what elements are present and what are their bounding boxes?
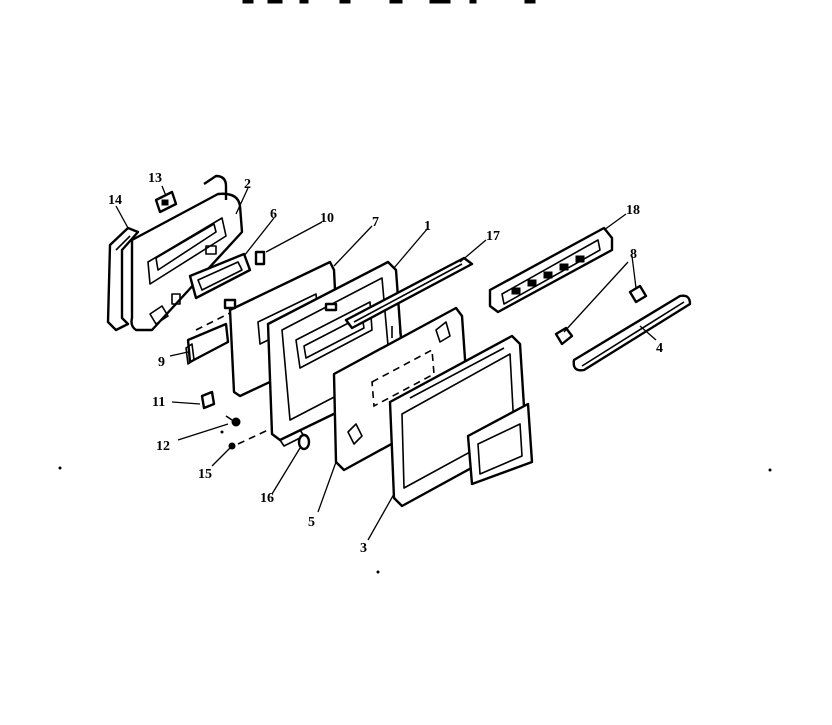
- callout-5: 5: [308, 515, 315, 530]
- callout-1: 1: [424, 219, 431, 234]
- part-15-screw: [228, 429, 269, 450]
- callout-17: 17: [486, 229, 500, 244]
- callout-4: 4: [656, 341, 663, 356]
- callout-7: 7: [372, 215, 379, 230]
- part-4-handle-bar: [572, 294, 692, 372]
- part-12-screw: [225, 415, 241, 427]
- part-18-control-strip: [488, 226, 614, 314]
- part-8-end-caps: [554, 284, 648, 346]
- callout-15: 15: [198, 467, 212, 482]
- callout-16: 16: [260, 491, 274, 506]
- callout-11: 11: [152, 395, 165, 410]
- callout-labels: 1 2 3 4 5 6 7 8 9 10 11 12 13 14 15 16 1…: [108, 171, 663, 556]
- leader-lines: [115, 185, 657, 541]
- callout-2: 2: [244, 177, 251, 192]
- part-14-door-gasket: [106, 226, 140, 332]
- callout-3: 3: [360, 541, 367, 556]
- callout-8: 8: [630, 247, 637, 262]
- callout-13: 13: [148, 171, 162, 186]
- hook-bracket: [203, 174, 228, 200]
- part-3-outer-door: [388, 334, 534, 508]
- part-10-pad: [254, 250, 266, 266]
- part-11-clip: [200, 390, 216, 410]
- callout-14: 14: [108, 193, 122, 208]
- header-marks: [242, 0, 536, 4]
- callout-18: 18: [626, 203, 640, 218]
- callout-9: 9: [158, 355, 165, 370]
- part-16-grommet: [297, 433, 311, 451]
- part-9-hinge-bracket: [185, 311, 233, 365]
- part-17-top-trim: [344, 256, 474, 338]
- callout-10: 10: [320, 211, 334, 226]
- part-13-clip: [154, 190, 178, 214]
- part-6-window-retainer: [188, 252, 252, 300]
- callout-12: 12: [156, 439, 170, 454]
- callout-6: 6: [270, 207, 277, 222]
- scan-specks: [58, 430, 772, 574]
